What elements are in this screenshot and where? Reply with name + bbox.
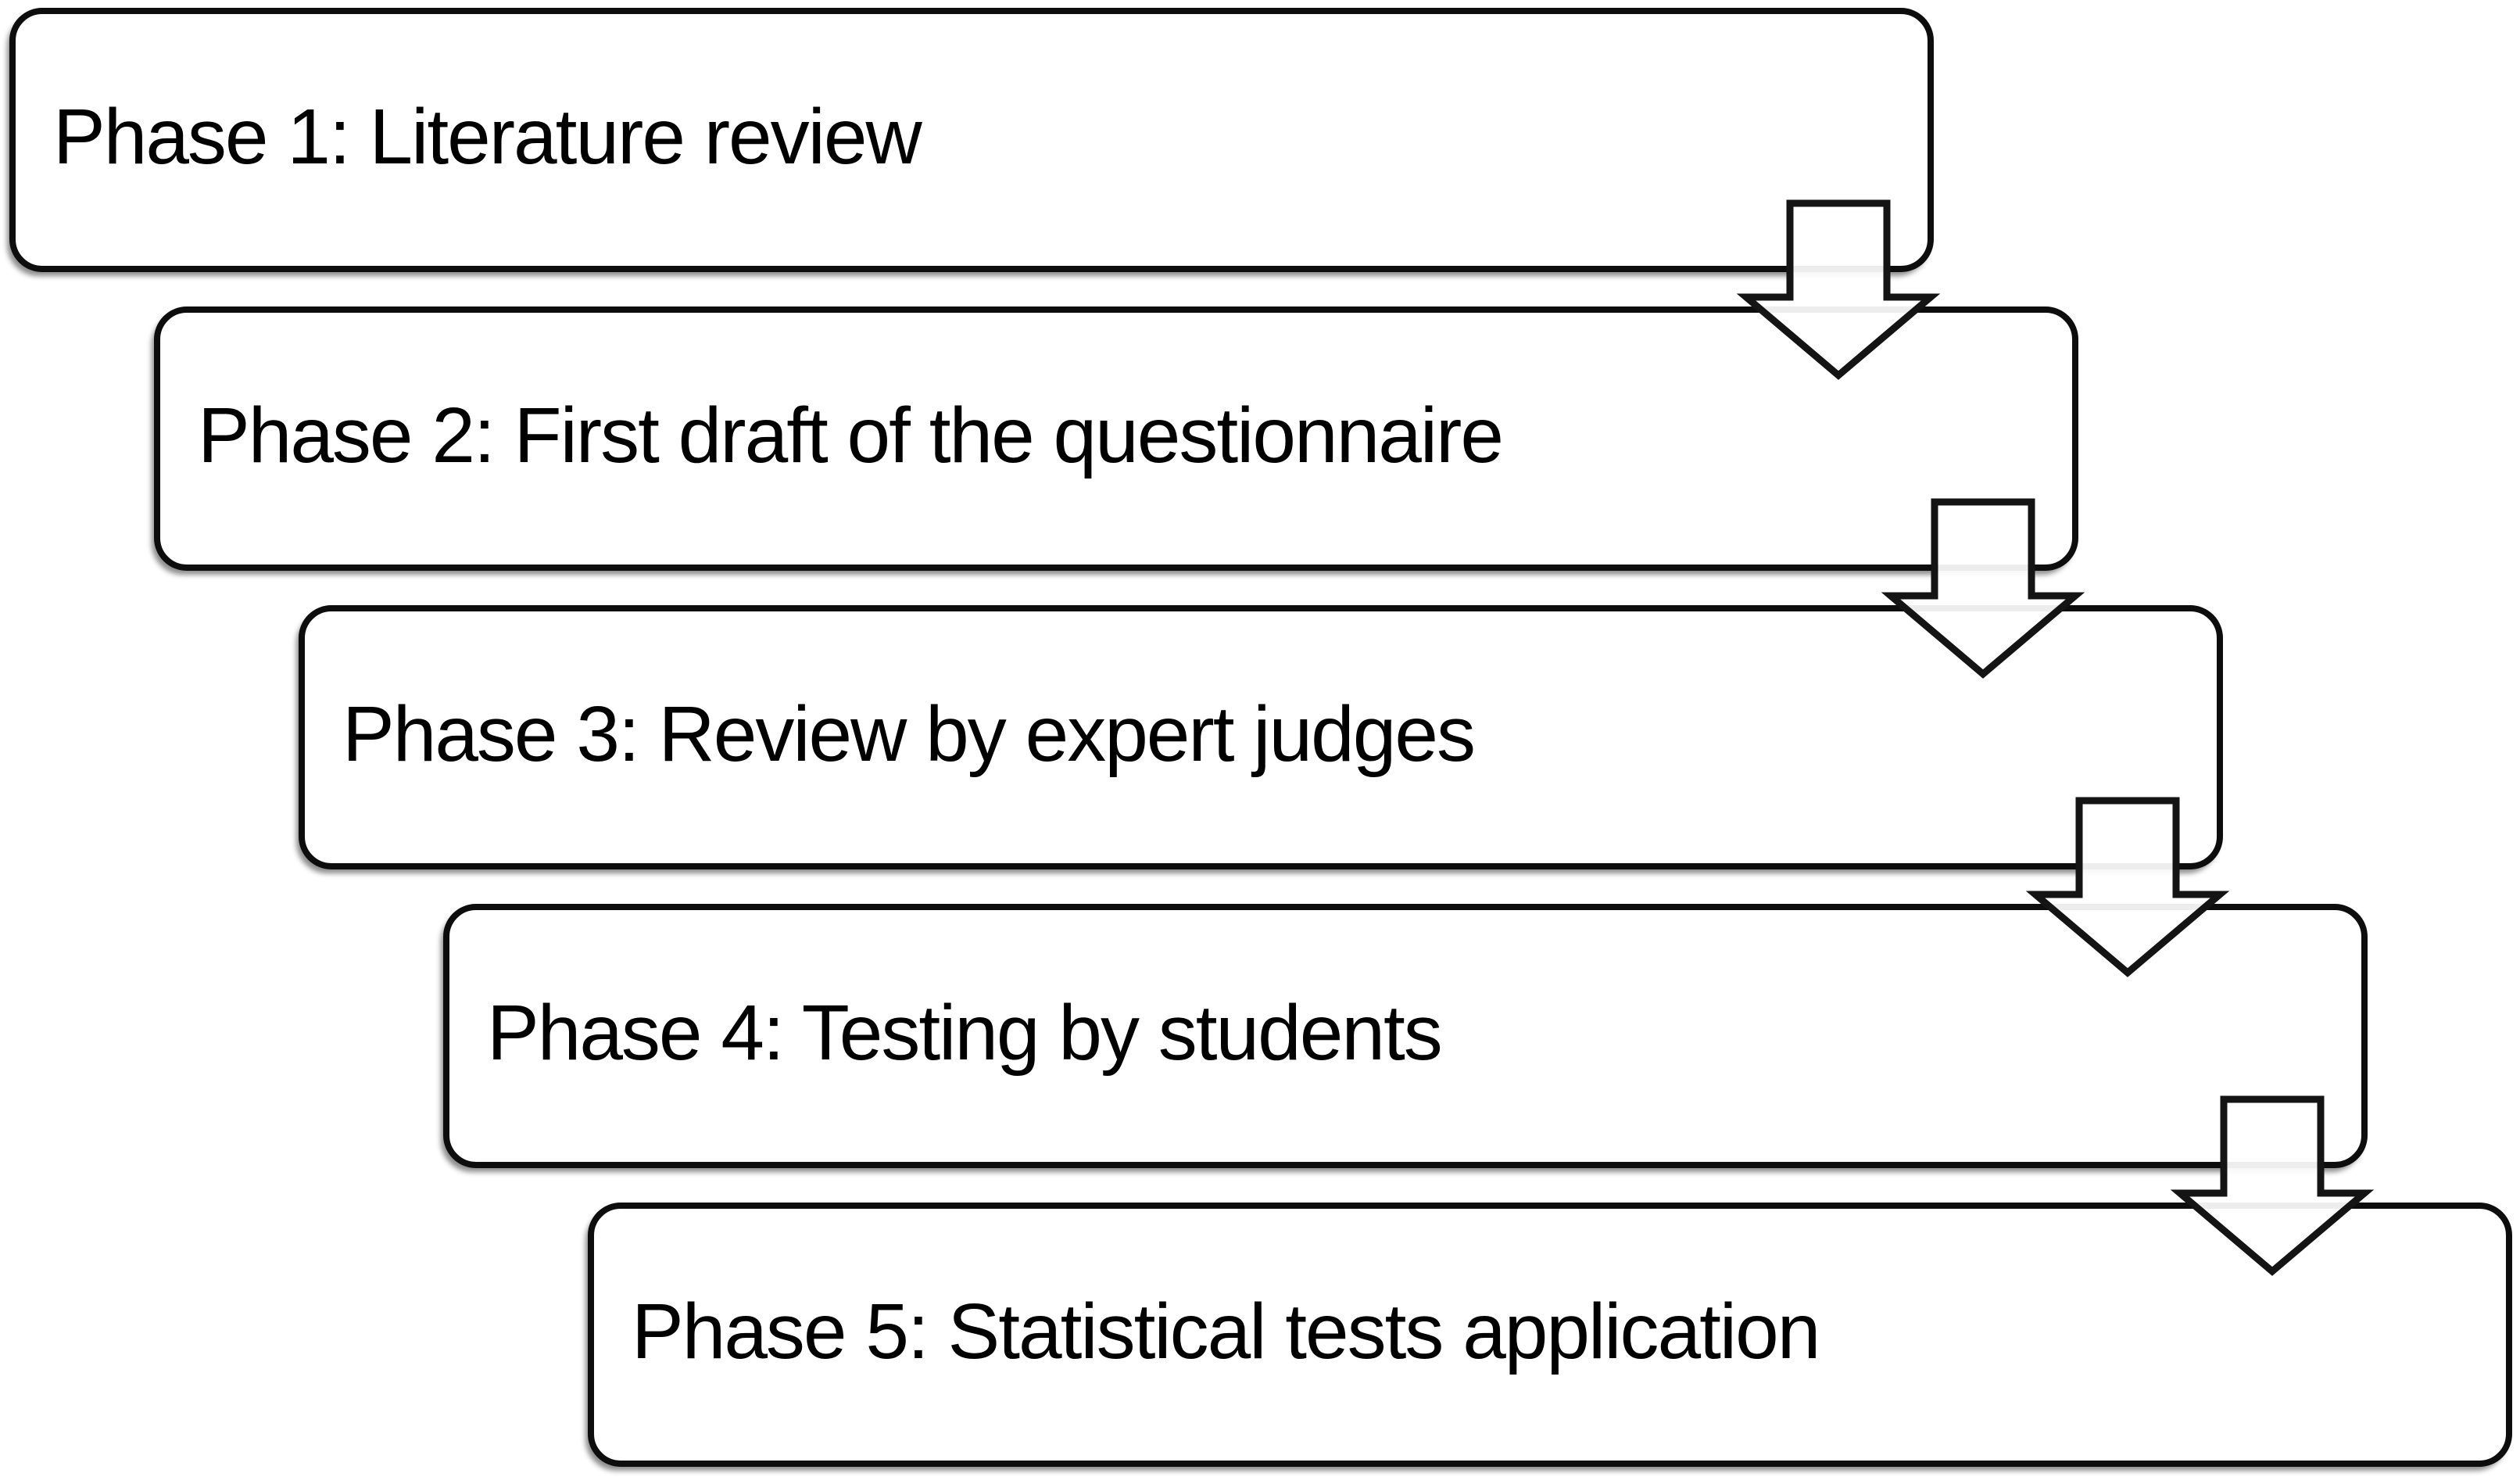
phase-label-4: Phase 4: Testing by students bbox=[487, 989, 1443, 1077]
phase-label-1: Phase 1: Literature review bbox=[53, 93, 922, 181]
phase-label-5: Phase 5: Statistical tests application bbox=[632, 1288, 1820, 1375]
phase-label-2: Phase 2: First draft of the questionnair… bbox=[198, 392, 1504, 479]
phase-box-4: Phase 4: Testing by students bbox=[443, 904, 2368, 1168]
phase-box-1: Phase 1: Literature review bbox=[9, 8, 1934, 272]
phase-label-3: Phase 3: Review by expert judges bbox=[342, 690, 1476, 778]
phase-box-5: Phase 5: Statistical tests application bbox=[588, 1203, 2512, 1467]
phase-box-2: Phase 2: First draft of the questionnair… bbox=[154, 306, 2078, 571]
phase-box-3: Phase 3: Review by expert judges bbox=[299, 605, 2223, 869]
